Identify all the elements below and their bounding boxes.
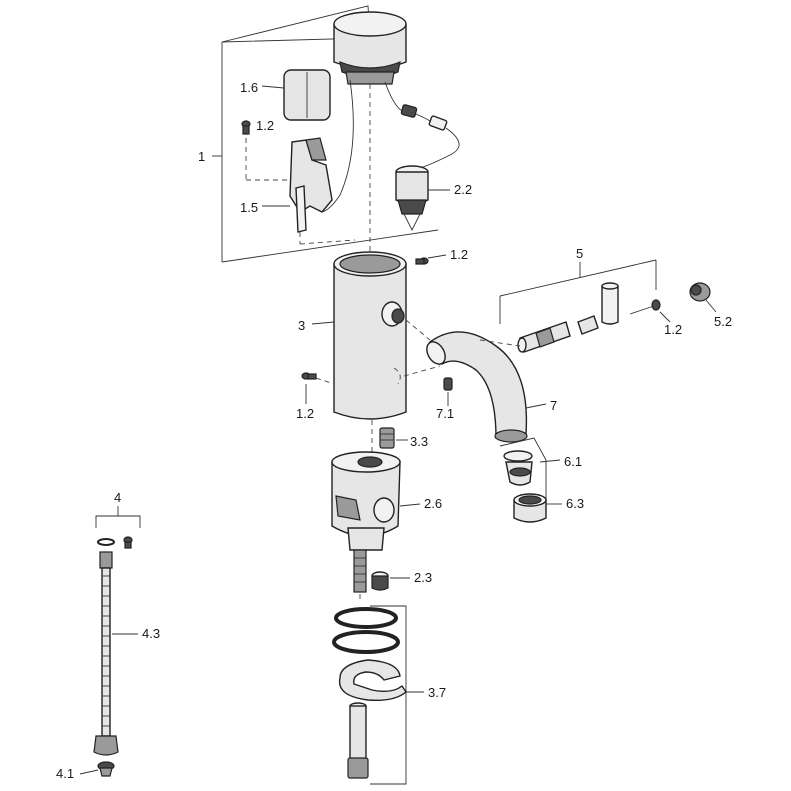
retaining-clip bbox=[338, 659, 407, 702]
label-3-7: 3.7 bbox=[428, 685, 446, 700]
label-4-1: 4.1 bbox=[56, 766, 74, 781]
small-fitting bbox=[371, 571, 389, 591]
label-1-5: 1.5 bbox=[240, 200, 258, 215]
main-body bbox=[333, 251, 407, 420]
group-4-bracket bbox=[95, 506, 141, 528]
valve-body bbox=[331, 451, 401, 551]
screw-left bbox=[301, 372, 317, 380]
label-2-6: 2.6 bbox=[424, 496, 442, 511]
aerator-insert bbox=[503, 450, 533, 486]
grub-screw bbox=[443, 377, 453, 391]
battery bbox=[283, 69, 331, 121]
hose-nut bbox=[97, 761, 115, 777]
label-1-6: 1.6 bbox=[240, 80, 258, 95]
holder-bracket bbox=[289, 137, 333, 233]
long-stem bbox=[347, 702, 369, 779]
label-6-3: 6.3 bbox=[566, 496, 584, 511]
label-3-3: 3.3 bbox=[410, 434, 428, 449]
cartridge-parts bbox=[517, 282, 619, 353]
label-7: 7 bbox=[550, 398, 557, 413]
group-5-bracket bbox=[499, 259, 657, 324]
cap-nut bbox=[689, 282, 711, 302]
label-5: 5 bbox=[576, 246, 583, 261]
sensor-cable bbox=[321, 79, 460, 213]
label-3: 3 bbox=[298, 318, 305, 333]
screw-body-side bbox=[415, 257, 429, 265]
threaded-insert bbox=[379, 427, 395, 449]
label-1-2-pin: 1.2 bbox=[664, 322, 682, 337]
solenoid-valve bbox=[395, 165, 429, 232]
label-1: 1 bbox=[198, 149, 205, 164]
label-4: 4 bbox=[114, 490, 121, 505]
threaded-stem bbox=[353, 549, 367, 593]
spout bbox=[426, 331, 528, 443]
o-ring-upper bbox=[334, 607, 398, 629]
group-6-bracket bbox=[499, 437, 547, 500]
label-5-2: 5.2 bbox=[714, 314, 732, 329]
sensor-cap bbox=[333, 11, 407, 85]
label-7-1: 7.1 bbox=[436, 406, 454, 421]
screw-top bbox=[241, 120, 251, 135]
label-4-3: 4.3 bbox=[142, 626, 160, 641]
flexible-hose bbox=[93, 551, 119, 756]
label-1-2-left: 1.2 bbox=[296, 406, 314, 421]
hose-top-washer bbox=[97, 536, 133, 549]
aerator-housing bbox=[513, 493, 547, 523]
group-3-7-bracket bbox=[370, 605, 424, 785]
o-ring-lower bbox=[332, 630, 400, 654]
label-1-2-top: 1.2 bbox=[256, 118, 274, 133]
label-2-3: 2.3 bbox=[414, 570, 432, 585]
label-1-2-body: 1.2 bbox=[450, 247, 468, 262]
label-6-1: 6.1 bbox=[564, 454, 582, 469]
label-2-2: 2.2 bbox=[454, 182, 472, 197]
pin-screw bbox=[629, 299, 661, 315]
